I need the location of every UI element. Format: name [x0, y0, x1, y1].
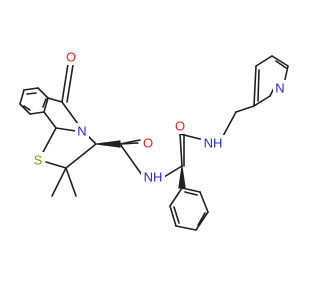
pyridine-bond-1 [253, 95, 271, 107]
phenyl-bond-6 [181, 187, 201, 193]
lactam-oxygen-label: O [66, 50, 76, 65]
benzo-double-2 [26, 92, 37, 95]
methylene-bond-1 [221, 111, 237, 139]
lactam-carbonyl-1 [61, 63, 69, 103]
phenyl-double-3 [184, 191, 198, 196]
lactam-bond-3 [61, 101, 79, 125]
benzo-double-1 [42, 98, 47, 108]
pyridine-double-1 [275, 60, 287, 69]
amide-oxygen-label-1: O [143, 136, 153, 151]
amide2-bond [179, 133, 205, 141]
pyridine-bond-6 [253, 65, 257, 107]
stereo-wedge-1 [95, 140, 121, 148]
alpha-bond-1 [163, 165, 183, 178]
ring-nitrogen-label: N [77, 124, 86, 139]
methylene-bond-2 [235, 105, 255, 113]
benzo-bond-3 [37, 87, 49, 99]
lactam-bond-4 [55, 127, 77, 132]
thiazolidine-bond-3 [65, 143, 97, 169]
benzo-bond-4 [23, 87, 39, 91]
thiazolidine-bond-4 [87, 135, 97, 145]
phenyl-bond-4 [195, 211, 209, 231]
pyridine-bond-4 [271, 55, 289, 67]
alpha-bond-2 [179, 133, 183, 167]
pyridine-bond-5 [255, 55, 273, 67]
thiazolidine-bond-2 [45, 161, 67, 169]
amide1-bond-2 [119, 143, 143, 176]
phenyl-bond-2 [169, 205, 177, 227]
phenyl-bond-3 [175, 225, 197, 231]
benzo-bond-5 [19, 89, 25, 105]
pyridine-double-2 [257, 69, 260, 102]
lactam-bond-1 [47, 97, 63, 103]
stereo-wedge-2 [178, 165, 186, 189]
pyridine-nitrogen-label: N [275, 81, 284, 96]
bond-layer [19, 55, 289, 231]
atom-label-layer: O N S O NH O NH N [31, 49, 287, 185]
methyl-bond-2 [65, 167, 77, 197]
amide-nh-label-2: NH [204, 136, 223, 151]
amide-oxygen-label-2: O [175, 119, 185, 134]
benzo-double-3 [23, 105, 31, 111]
molecule-structure: O N S O NH O NH N [19, 49, 289, 231]
phenyl-double-1 [173, 206, 180, 224]
benzo-bond-1 [29, 111, 45, 115]
methyl-bond-1 [51, 167, 67, 197]
lactam-bond-2 [43, 111, 57, 129]
amide1-carbonyl [119, 139, 141, 145]
phenyl-double-2 [197, 212, 206, 226]
phenyl-bond-1 [169, 187, 183, 207]
benzo-bond-6 [19, 103, 31, 115]
thiazolidine-sulfur-label: S [34, 153, 43, 168]
benzo-bond-2 [43, 97, 49, 113]
phenyl-bond-5 [199, 191, 209, 213]
amide-nh-label-1: NH [144, 170, 163, 185]
thiazolidine-bond-1 [41, 127, 57, 155]
lactam-carbonyl-2 [66, 64, 74, 103]
